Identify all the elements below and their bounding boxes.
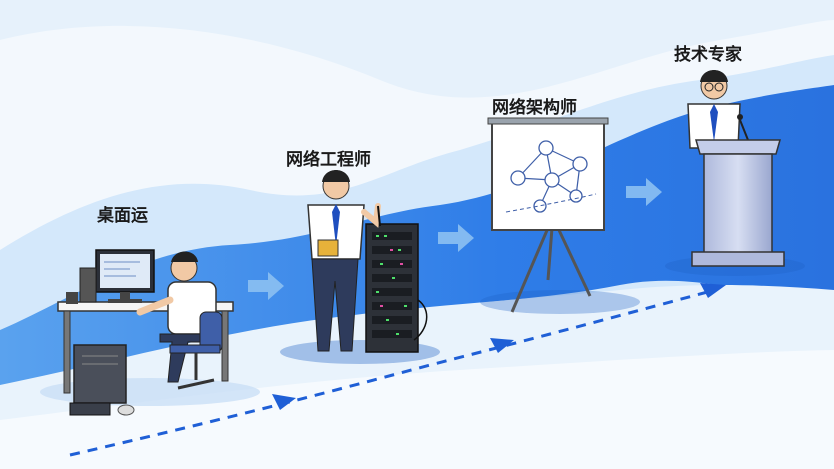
progression-arrow xyxy=(69,283,726,457)
stage-chevrons xyxy=(248,178,662,300)
desktop-support-figure xyxy=(40,249,260,416)
technical-expert-figure xyxy=(665,70,805,276)
arrow-head-2 xyxy=(490,338,514,353)
arrow-head-1 xyxy=(272,394,296,410)
chevron-icon xyxy=(438,224,474,252)
stage-label-network-engineer: 网络工程师 xyxy=(286,150,371,170)
stage-label-network-architect: 网络架构师 xyxy=(492,98,577,118)
network-engineer-figure xyxy=(280,170,440,364)
network-architect-figure xyxy=(480,117,640,314)
chevron-icon xyxy=(248,272,284,300)
stage-label-desktop-support: 桌面运 xyxy=(97,206,148,226)
arrow-head-3 xyxy=(700,283,726,298)
stage-label-technical-expert: 技术专家 xyxy=(674,45,742,65)
chevron-icon xyxy=(626,178,662,206)
